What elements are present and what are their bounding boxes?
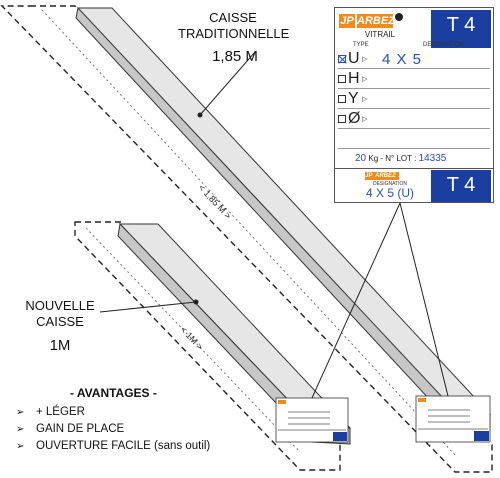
type-row-y: Y ▷ — [338, 90, 490, 109]
zoom-line-2 — [399, 202, 449, 397]
dim-long-label: < 1,85 M > — [197, 183, 234, 221]
handwritten-designation: 4 X 5 — [382, 51, 423, 68]
brand-jp: JP — [339, 14, 355, 28]
bottom-t-code: T 4 — [446, 174, 476, 196]
leader-trad-dot — [197, 112, 203, 118]
weight-lot-line: 20 Kg - N° LOT : 14335 — [355, 153, 446, 164]
t-code-box: T 4 — [431, 10, 491, 48]
checkbox-icon — [338, 115, 346, 123]
advantages-title: - AVANTAGES - — [70, 386, 157, 400]
type-row-o: Ø ▷ — [338, 110, 490, 129]
mini-label-short — [275, 397, 349, 443]
header-designation: DESIGNATION — [423, 42, 464, 48]
header-type: TYPE — [353, 42, 369, 48]
advantage-item: ➢GAIN DE PLACE — [16, 421, 210, 438]
bullet-arrow-icon: ➢ — [16, 424, 25, 435]
bottom-brand-jp: JP — [365, 172, 375, 180]
short-crate-dotted-guide — [85, 227, 301, 453]
new-crate-label: NOUVELLE CAISSE — [18, 298, 102, 329]
mini-label-long — [415, 395, 491, 443]
type-letter: Ø — [348, 110, 361, 127]
leader-new-dot — [193, 299, 199, 305]
long-crate-dotted-guide — [41, 9, 456, 456]
advantages-list: ➢+ LÉGER ➢GAIN DE PLACE ➢OUVERTURE FACIL… — [16, 404, 210, 455]
long-crate — [75, 6, 492, 431]
type-row-u: U ▷ 4 X 5 — [338, 50, 490, 69]
type-letter: H — [348, 70, 360, 87]
bottom-brand-arbez: ARBEZ — [375, 172, 399, 180]
type-letter: Y — [348, 90, 359, 107]
type-row-h: H ▷ — [338, 70, 490, 89]
label-bottom-section: JP ARBEZ DESIGNATION 4 X 5 (U) T 4 — [335, 168, 493, 203]
bullet-arrow-icon: ➢ — [16, 407, 25, 418]
checkbox-checked-icon — [338, 55, 346, 63]
new-line2: CAISSE — [36, 313, 84, 329]
brand-info-icon — [395, 13, 403, 21]
weight-value: 20 — [355, 153, 367, 164]
bottom-handwriting: 4 X 5 (U) — [365, 186, 414, 200]
checkbox-icon — [338, 75, 346, 83]
triangle-marker-icon: ▷ — [362, 76, 368, 83]
advantage-item: ➢OUVERTURE FACILE (sans outil) — [16, 438, 210, 455]
advantage-item: ➢+ LÉGER — [16, 404, 210, 421]
triangle-marker-icon: ▷ — [362, 56, 368, 63]
bottom-t-code-box: T 4 — [431, 170, 491, 202]
traditional-line1: CAISSE — [209, 10, 257, 25]
short-crate-dashed-outline — [74, 221, 341, 471]
type-letter: U — [348, 50, 360, 67]
new-line1: NOUVELLE — [25, 298, 95, 313]
checkbox-icon — [338, 95, 346, 103]
leader-trad — [199, 51, 256, 116]
triangle-marker-icon: ▷ — [362, 116, 368, 123]
label-card: JP ARBEZ VITRAIL T 4 TYPE DESIGNATION U … — [334, 7, 494, 203]
weight-lot-label: Kg - N° LOT : — [368, 154, 417, 163]
traditional-size: 1,85 M — [212, 48, 258, 65]
blank-row — [338, 130, 490, 149]
t-code: T 4 — [446, 14, 476, 36]
leader-new — [99, 301, 197, 313]
long-crate-dashed-outline — [0, 5, 493, 473]
bottom-designation-label: DESIGNATION — [372, 181, 408, 187]
triangle-marker-icon: ▷ — [362, 96, 368, 103]
zoom-line-1 — [311, 202, 401, 399]
bullet-arrow-icon: ➢ — [16, 441, 25, 452]
brand-arbez: ARBEZ — [357, 14, 395, 28]
product-name: VITRAIL — [364, 30, 396, 39]
lot-value: 14335 — [418, 153, 447, 164]
traditional-line2: TRADITIONNELLE — [178, 25, 290, 41]
traditional-crate-label: CAISSE TRADITIONNELLE — [178, 10, 290, 41]
new-size: 1M — [49, 337, 71, 354]
